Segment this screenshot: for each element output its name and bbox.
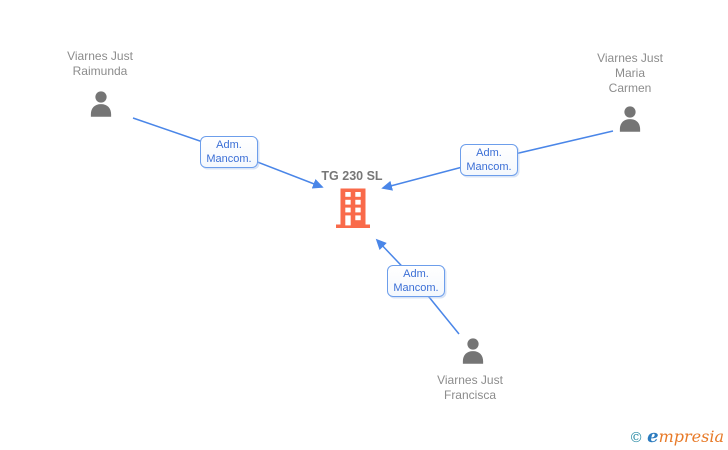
- person-name-line: Viarnes Just: [437, 373, 503, 387]
- copyright-symbol: ©: [629, 430, 644, 446]
- edge-label-box-francisca: Adm. Mancom.: [387, 265, 445, 297]
- edge-label-text: Adm.: [216, 139, 242, 151]
- edge-label-box-raimunda: Adm. Mancom.: [200, 136, 258, 168]
- person-icon-francisca[interactable]: [458, 337, 488, 367]
- person-name-francisca[interactable]: Viarnes Just Francisca: [400, 373, 540, 403]
- edge-label-text: Mancom.: [466, 161, 512, 173]
- person-name-raimunda[interactable]: Viarnes Just Raimunda: [40, 49, 160, 79]
- person-name-maria-carmen[interactable]: Viarnes Just Maria Carmen: [570, 51, 690, 96]
- brand-name: mpresia: [658, 427, 724, 446]
- edge-label-text: Adm.: [476, 147, 502, 159]
- person-name-line: Viarnes Just: [67, 49, 133, 63]
- empresia-logo[interactable]: ©empresia: [629, 426, 724, 447]
- edge-label-text: Mancom.: [393, 282, 439, 294]
- person-name-line: Francisca: [443, 388, 496, 402]
- edge-label-text: Mancom.: [206, 153, 252, 165]
- person-name-line: Raimunda: [72, 64, 128, 78]
- person-name-line: Carmen: [608, 81, 652, 95]
- person-icon-raimunda[interactable]: [86, 90, 116, 120]
- edge-label-text: Adm.: [403, 268, 429, 280]
- person-icon-maria-carmen[interactable]: [615, 105, 645, 135]
- company-building-icon[interactable]: [335, 188, 371, 230]
- brand-initial: e: [647, 426, 659, 447]
- person-name-line: Maria: [614, 66, 645, 80]
- person-name-line: Viarnes Just: [597, 51, 663, 65]
- company-name-label[interactable]: TG 230 SL: [321, 169, 383, 183]
- edge-label-box-maria-carmen: Adm. Mancom.: [460, 144, 518, 176]
